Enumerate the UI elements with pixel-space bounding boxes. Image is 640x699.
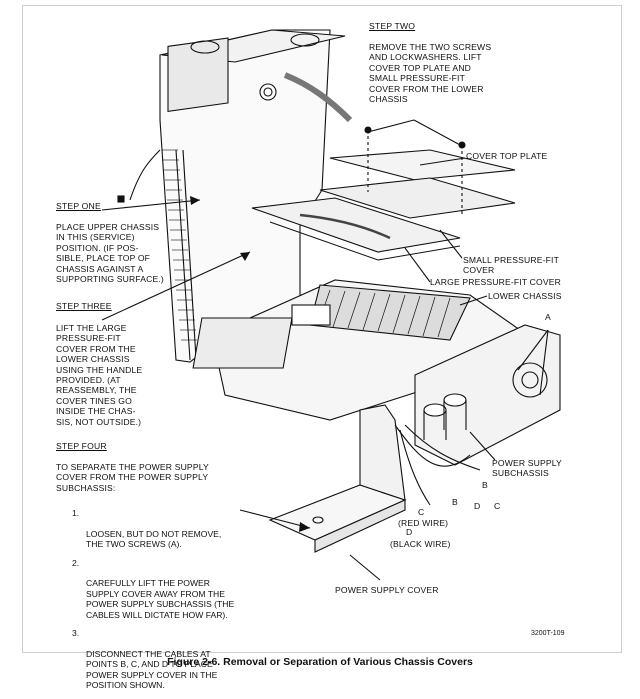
step-four-item: 1. LOOSEN, BUT DO NOT REMOVE, THE TWO SC… <box>56 508 296 550</box>
label-point-d: D <box>474 501 481 511</box>
step-four-list: 1. LOOSEN, BUT DO NOT REMOVE, THE TWO SC… <box>56 508 296 699</box>
label-lower-chassis: LOWER CHASSIS <box>488 291 562 301</box>
label-point-c-low: C <box>418 507 425 517</box>
step-three-text: LIFT THE LARGE PRESSURE-FIT COVER FROM T… <box>56 323 143 427</box>
label-point-c: C <box>494 501 501 511</box>
step-four-heading: STEP FOUR <box>56 441 107 451</box>
step-four-item-text: LOOSEN, BUT DO NOT REMOVE, THE TWO SCREW… <box>86 528 222 550</box>
label-point-a: A <box>545 312 551 322</box>
figure-caption: Figure 2-6. Removal or Separation of Var… <box>167 656 473 668</box>
label-large-pressure-fit-cover: LARGE PRESSURE-FIT COVER <box>430 277 561 287</box>
step-one-text: PLACE UPPER CHASSIS IN THIS (SERVICE) PO… <box>56 222 164 285</box>
step-two-heading: STEP TWO <box>369 21 416 31</box>
upper-board <box>167 37 229 113</box>
step-four-item: 2. CAREFULLY LIFT THE POWER SUPPLY COVER… <box>56 558 296 620</box>
label-power-supply-cover: POWER SUPPLY COVER <box>335 585 439 595</box>
step-four-item-number: 2. <box>72 557 80 568</box>
power-supply-subchassis <box>414 324 561 466</box>
step-one-heading: STEP ONE <box>56 201 101 211</box>
step-two-text: REMOVE THE TWO SCREWS AND LOCKWASHERS. L… <box>369 42 492 105</box>
figure-code: 3200T-109 <box>531 630 565 637</box>
label-point-b: B <box>452 497 458 507</box>
label-small-pressure-fit-cover: SMALL PRESSURE-FIT COVER <box>463 255 559 276</box>
fan <box>512 362 548 398</box>
leader-step-two-a <box>367 119 415 133</box>
small-pressure-fit-cover <box>319 177 516 219</box>
label-point-d-low: D <box>406 527 413 537</box>
label-cover-top-plate: COVER TOP PLATE <box>466 151 548 161</box>
leader-step-two-b <box>413 119 463 147</box>
label-red-wire: (RED WIRE) <box>398 518 449 528</box>
label-black-wire: (BLACK WIRE) <box>390 539 451 549</box>
step-four-text: TO SEPARATE THE POWER SUPPLY COVER FROM … <box>56 462 209 493</box>
step-four-item-text: CAREFULLY LIFT THE POWER SUPPLY COVER AW… <box>86 578 235 620</box>
step-three-heading: STEP THREE <box>56 301 112 311</box>
chassis-rail-hatch <box>162 149 197 341</box>
chassis-exploded-diagram <box>101 29 561 581</box>
step-four-item-number: 1. <box>72 508 80 518</box>
label-point-b-right: B <box>482 480 488 490</box>
step-four-item-number: 3. <box>72 628 80 639</box>
label-power-supply-subchassis: POWER SUPPLY SUBCHASSIS <box>492 458 562 479</box>
